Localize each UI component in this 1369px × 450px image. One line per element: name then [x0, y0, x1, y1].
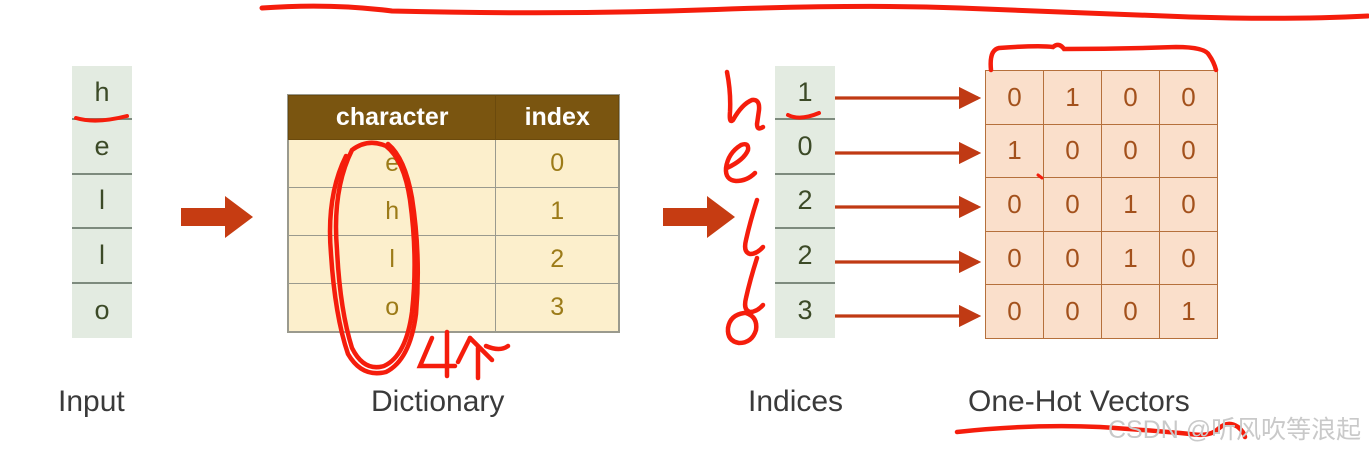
one-hot-cell: 1 [985, 123, 1044, 179]
one-hot-cell: 0 [1043, 230, 1102, 286]
indices-cell: 2 [775, 229, 835, 284]
dictionary-cell-character: l [287, 235, 497, 284]
one-hot-cell: 0 [1101, 70, 1160, 125]
dictionary-caption: Dictionary [371, 385, 505, 418]
input-caption: Input [58, 385, 125, 418]
input-cell: h [72, 66, 132, 121]
dictionary-cell-character: o [287, 283, 497, 332]
handwritten-note-annotation [416, 329, 511, 381]
one-hot-cell: 0 [1101, 284, 1160, 339]
dictionary-cell-index: 1 [495, 187, 619, 236]
one-hot-cell: 0 [1043, 123, 1102, 179]
one-hot-cell: 0 [1159, 70, 1218, 125]
indices-cell: 2 [775, 174, 835, 230]
arrow-dictionary-to-indices [663, 195, 735, 239]
dictionary-cell-character: e [287, 139, 497, 188]
indices-caption: Indices [748, 385, 844, 418]
matrix-top-bracket-annotation [988, 42, 1219, 73]
dictionary-cell-character: h [287, 187, 497, 236]
dictionary-header-index: index [495, 95, 619, 140]
one-hot-cell: 1 [1043, 70, 1102, 125]
dictionary-cell-index: 2 [495, 235, 619, 284]
one-hot-cell: 0 [985, 177, 1044, 232]
arrow-input-to-dictionary [181, 195, 253, 239]
input-cell: e [72, 120, 132, 175]
one-hot-cell: 0 [1159, 177, 1218, 232]
indices-cell: 1 [775, 66, 835, 121]
one-hot-cell: 0 [1043, 177, 1102, 232]
input-cell: l [72, 174, 132, 230]
one-hot-cell: 0 [985, 230, 1044, 286]
indices-cell: 0 [775, 120, 835, 175]
watermark-text: CSDN @听风吹等浪起 [1108, 416, 1362, 444]
dictionary-cell-index: 0 [495, 139, 619, 188]
one-hot-cell: 0 [985, 284, 1044, 339]
one-hot-caption: One-Hot Vectors [968, 385, 1190, 418]
top-underline-annotation [259, 3, 1369, 21]
one-hot-cell: 1 [1159, 284, 1218, 339]
one-hot-cell: 0 [1101, 123, 1160, 179]
one-hot-cell: 1 [1101, 177, 1160, 232]
connector-arrows-group [835, 86, 982, 328]
dictionary-cell-index: 3 [495, 283, 619, 332]
indices-cell: 3 [775, 283, 835, 338]
dictionary-header-row: character index [287, 95, 619, 140]
input-cell: o [72, 283, 132, 338]
input-cell: l [72, 229, 132, 284]
one-hot-cell: 1 [1101, 230, 1160, 286]
dictionary-header-character: character [287, 95, 497, 140]
one-hot-cell: 0 [1159, 123, 1218, 179]
one-hot-cell: 0 [1043, 284, 1102, 339]
one-hot-cell: 0 [985, 70, 1044, 125]
one-hot-cell: 0 [1159, 230, 1218, 286]
